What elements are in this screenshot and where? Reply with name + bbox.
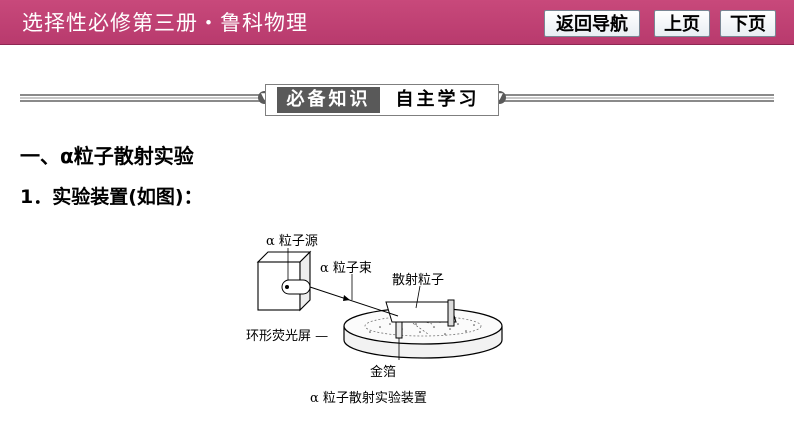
beam-arrow bbox=[343, 295, 350, 301]
alpha-scattering-apparatus-diagram: α 粒子源 α 粒子束 散射粒子 环形荧光屏 — 金箔 α 粒子散射实验装置 bbox=[246, 234, 503, 406]
label-scattered-particles: 散射粒子 bbox=[392, 272, 444, 288]
back-to-nav-button[interactable]: 返回导航 bbox=[544, 10, 640, 37]
figure-caption: α 粒子散射实验装置 bbox=[310, 390, 427, 406]
section-divider-left bbox=[20, 94, 260, 102]
scatter-leader bbox=[415, 285, 421, 309]
previous-page-button[interactable]: 上页 bbox=[654, 10, 710, 37]
next-page-button[interactable]: 下页 bbox=[720, 10, 776, 37]
label-alpha-source: α 粒子源 bbox=[266, 234, 318, 249]
detector-screen bbox=[447, 299, 455, 327]
section-divider-right bbox=[504, 94, 774, 102]
alpha-beam bbox=[309, 286, 399, 317]
top-bar: 选择性必修第三册・鲁科物理 返回导航 上页 下页 bbox=[0, 0, 794, 45]
section-tag-dark: 必备知识 bbox=[277, 87, 380, 113]
book-title: 选择性必修第三册・鲁科物理 bbox=[22, 11, 308, 35]
label-alpha-beam: α 粒子束 bbox=[320, 261, 372, 276]
label-gold-foil: 金箔 bbox=[370, 364, 396, 380]
subsection-heading: 1．实验装置(如图)： bbox=[20, 186, 203, 208]
section-heading: 一、α粒子散射实验 bbox=[20, 144, 194, 168]
section-tag-light: 自主学习 bbox=[395, 89, 480, 110]
section-banner: 必备知识 自主学习 bbox=[265, 84, 499, 116]
detector-box bbox=[385, 301, 457, 323]
radioactive-source bbox=[285, 285, 289, 289]
label-fluorescent-screen: 环形荧光屏 — bbox=[246, 329, 328, 344]
